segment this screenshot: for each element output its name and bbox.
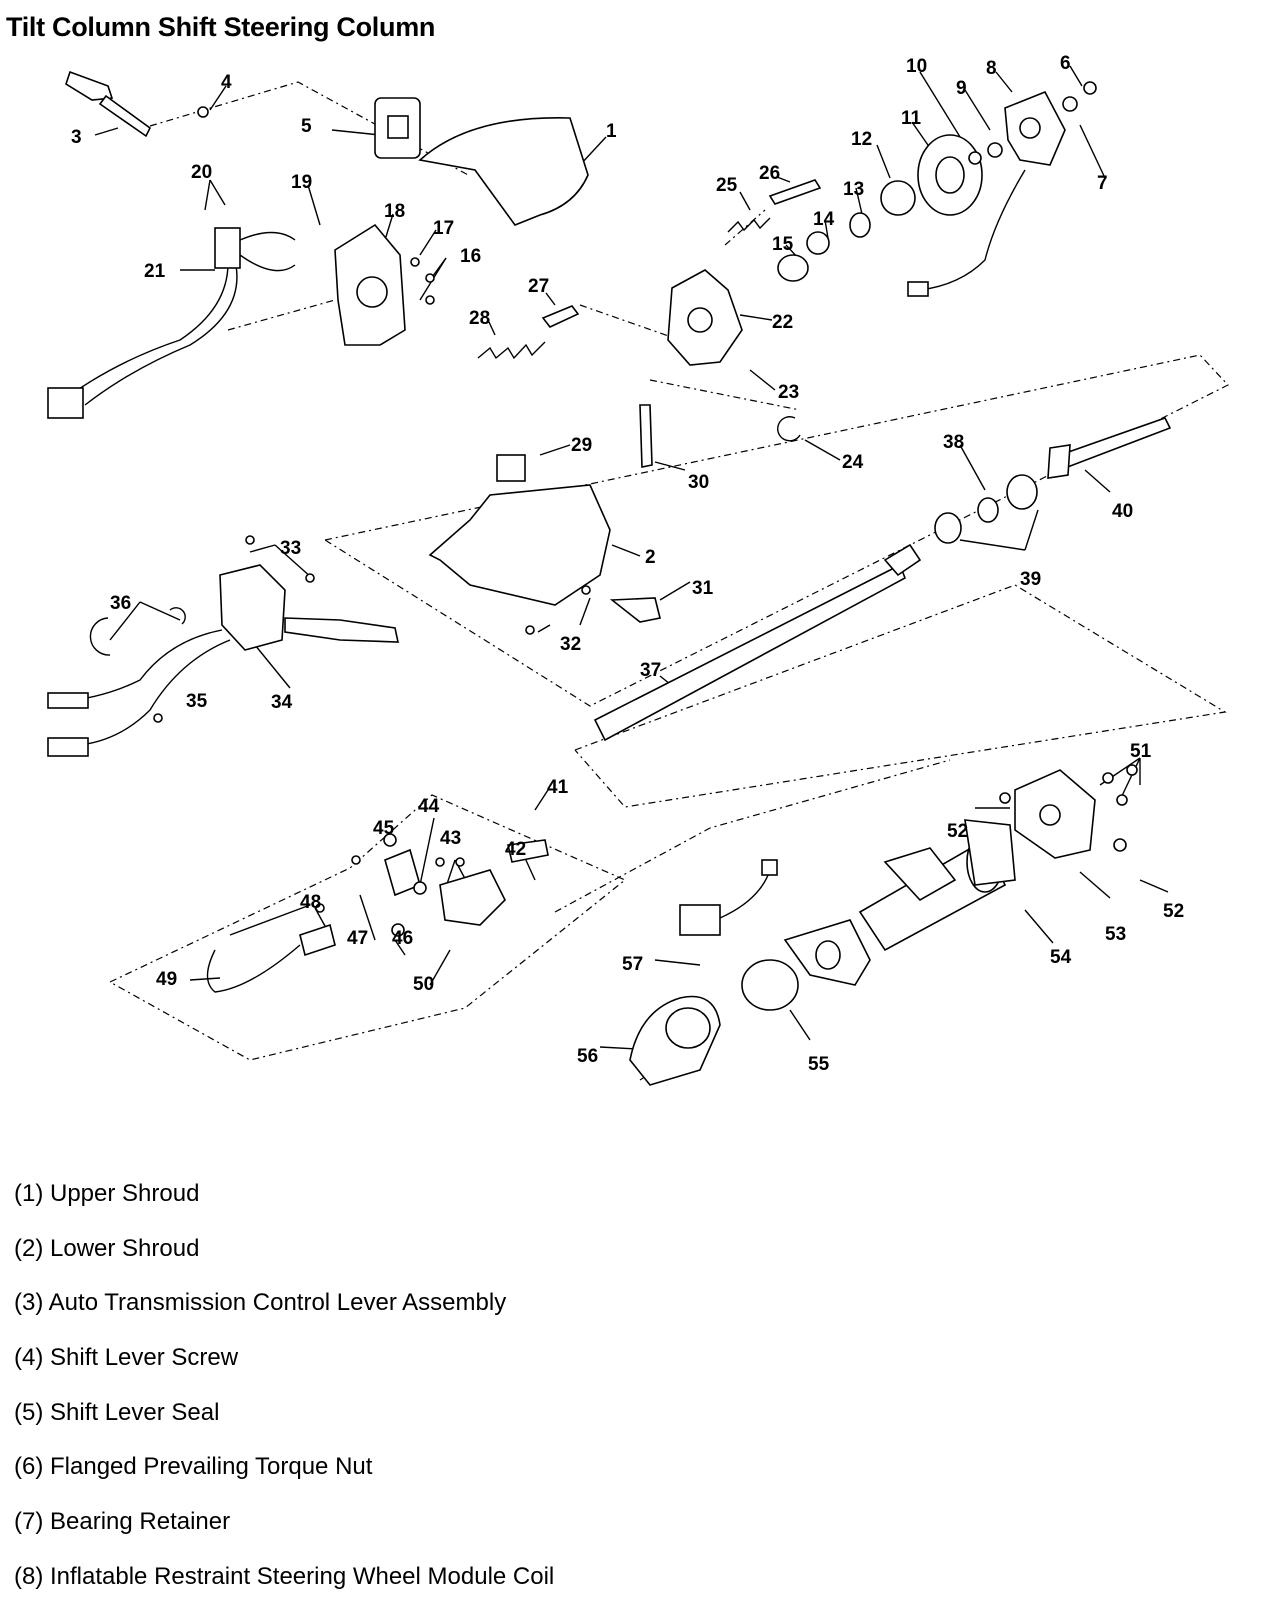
callout-51: 51: [1130, 741, 1152, 762]
callout-9: 9: [956, 78, 967, 99]
callout-38: 38: [943, 432, 964, 453]
callout-21: 21: [144, 261, 166, 282]
callout-19: 19: [291, 172, 312, 193]
leader-lines: [94, 65, 1169, 1051]
callout-39: 39: [1020, 569, 1041, 590]
exploded-parts-diagram: 1 2 3 4 5 6 7 8 9 10 11 12 13 14 15 16 1…: [47, 53, 1229, 1086]
part-shapes: [47, 70, 1172, 1086]
callout-labels: 1 2 3 4 5 6 7 8 9 10 11 12 13 14 15 16 1…: [71, 53, 1184, 1075]
callout-17: 17: [433, 218, 454, 239]
callout-36: 36: [110, 593, 131, 614]
callout-14: 14: [813, 209, 835, 230]
assembly-outlines: [109, 81, 1229, 1081]
callout-4: 4: [221, 72, 232, 93]
callout-35: 35: [186, 691, 208, 712]
callout-34: 34: [271, 692, 293, 713]
callout-15: 15: [772, 234, 794, 255]
callout-7: 7: [1097, 173, 1108, 194]
callout-28: 28: [469, 308, 490, 329]
callout-10: 10: [906, 56, 927, 77]
callout-6: 6: [1060, 53, 1071, 74]
callout-54: 54: [1050, 947, 1072, 968]
callout-52a: 52: [947, 821, 968, 842]
callout-30: 30: [688, 472, 709, 493]
callout-49: 49: [156, 969, 177, 990]
callout-12: 12: [851, 129, 872, 150]
callout-47: 47: [347, 928, 368, 949]
legend-item: (1) Upper Shroud: [14, 1180, 200, 1207]
callout-33: 33: [280, 538, 301, 559]
callout-46: 46: [392, 928, 413, 949]
legend-item: (5) Shift Lever Seal: [14, 1398, 220, 1426]
callout-43: 43: [440, 828, 461, 849]
callout-29: 29: [571, 435, 592, 456]
callout-31: 31: [692, 578, 714, 599]
callout-16: 16: [460, 246, 481, 267]
callout-5: 5: [301, 116, 312, 137]
callout-52b: 52: [1163, 901, 1184, 922]
callout-26: 26: [759, 163, 780, 184]
callout-18: 18: [384, 201, 405, 222]
callout-24: 24: [842, 452, 864, 473]
callout-37: 37: [640, 660, 661, 681]
parts-legend: (1) Upper Shroud (2) Lower Shroud (3) Au…: [14, 1180, 554, 1618]
legend-item: (8) Inflatable Restraint Steering Wheel …: [14, 1562, 555, 1590]
page-title: Tilt Column Shift Steering Column: [6, 12, 436, 42]
callout-48: 48: [300, 892, 321, 913]
legend-item: (3) Auto Transmission Control Lever Asse…: [14, 1289, 507, 1317]
callout-11: 11: [901, 108, 922, 129]
callout-41: 41: [547, 777, 569, 798]
callout-23: 23: [778, 382, 799, 403]
callout-44: 44: [418, 796, 440, 817]
callout-56: 56: [577, 1046, 598, 1067]
callout-32: 32: [560, 634, 581, 655]
callout-55: 55: [808, 1054, 830, 1075]
callout-3: 3: [71, 127, 82, 148]
callout-27: 27: [528, 276, 549, 297]
callout-8: 8: [986, 58, 997, 79]
callout-2: 2: [645, 547, 656, 568]
callout-45: 45: [373, 818, 395, 839]
callout-1: 1: [606, 121, 617, 142]
legend-item: (6) Flanged Prevailing Torque Nut: [14, 1453, 373, 1481]
callout-40: 40: [1112, 501, 1133, 522]
callout-25: 25: [716, 175, 738, 196]
legend-item: (4) Shift Lever Screw: [14, 1344, 239, 1372]
callout-42: 42: [505, 839, 526, 860]
callout-50: 50: [413, 974, 434, 995]
callout-20: 20: [191, 162, 212, 183]
callout-53: 53: [1105, 924, 1126, 945]
callout-22: 22: [772, 312, 793, 333]
callout-57: 57: [622, 954, 643, 975]
legend-item: (7) Bearing Retainer: [14, 1508, 231, 1536]
legend-item: (2) Lower Shroud: [14, 1234, 200, 1262]
callout-13: 13: [843, 179, 864, 200]
